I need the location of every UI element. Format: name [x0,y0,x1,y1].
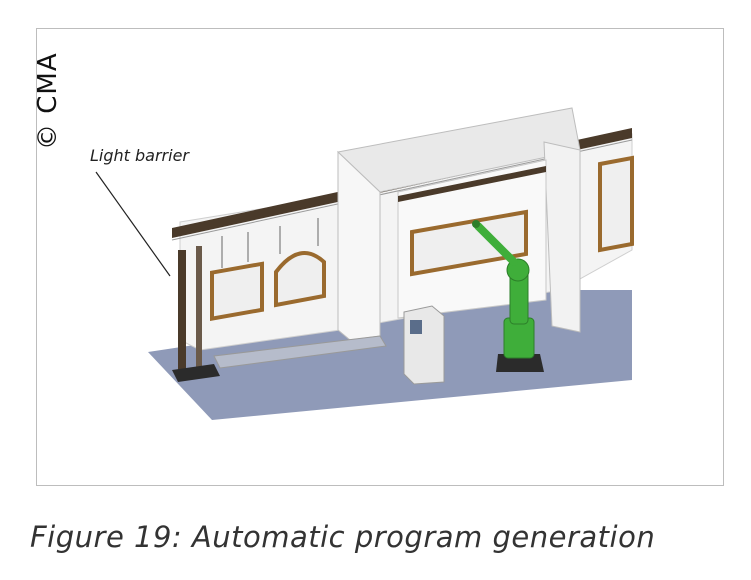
light-barrier-label: Light barrier [90,146,189,165]
copyright-notice: © CMA [33,52,63,150]
booth-right-wall [543,141,581,333]
floor-track [213,335,387,369]
frame-in-booth [410,209,528,277]
light-barrier-post-front [178,250,186,370]
hanger-lines [221,218,319,268]
callout-line [95,171,171,277]
control-cabinet [403,305,445,385]
light-barrier-post-back [196,246,202,368]
frame-arched [274,251,326,308]
frame-right [598,155,634,253]
painting-robot [472,220,544,372]
frame-rectangular [210,261,264,321]
figure-caption: Figure 19: Automatic program generation [30,520,656,554]
